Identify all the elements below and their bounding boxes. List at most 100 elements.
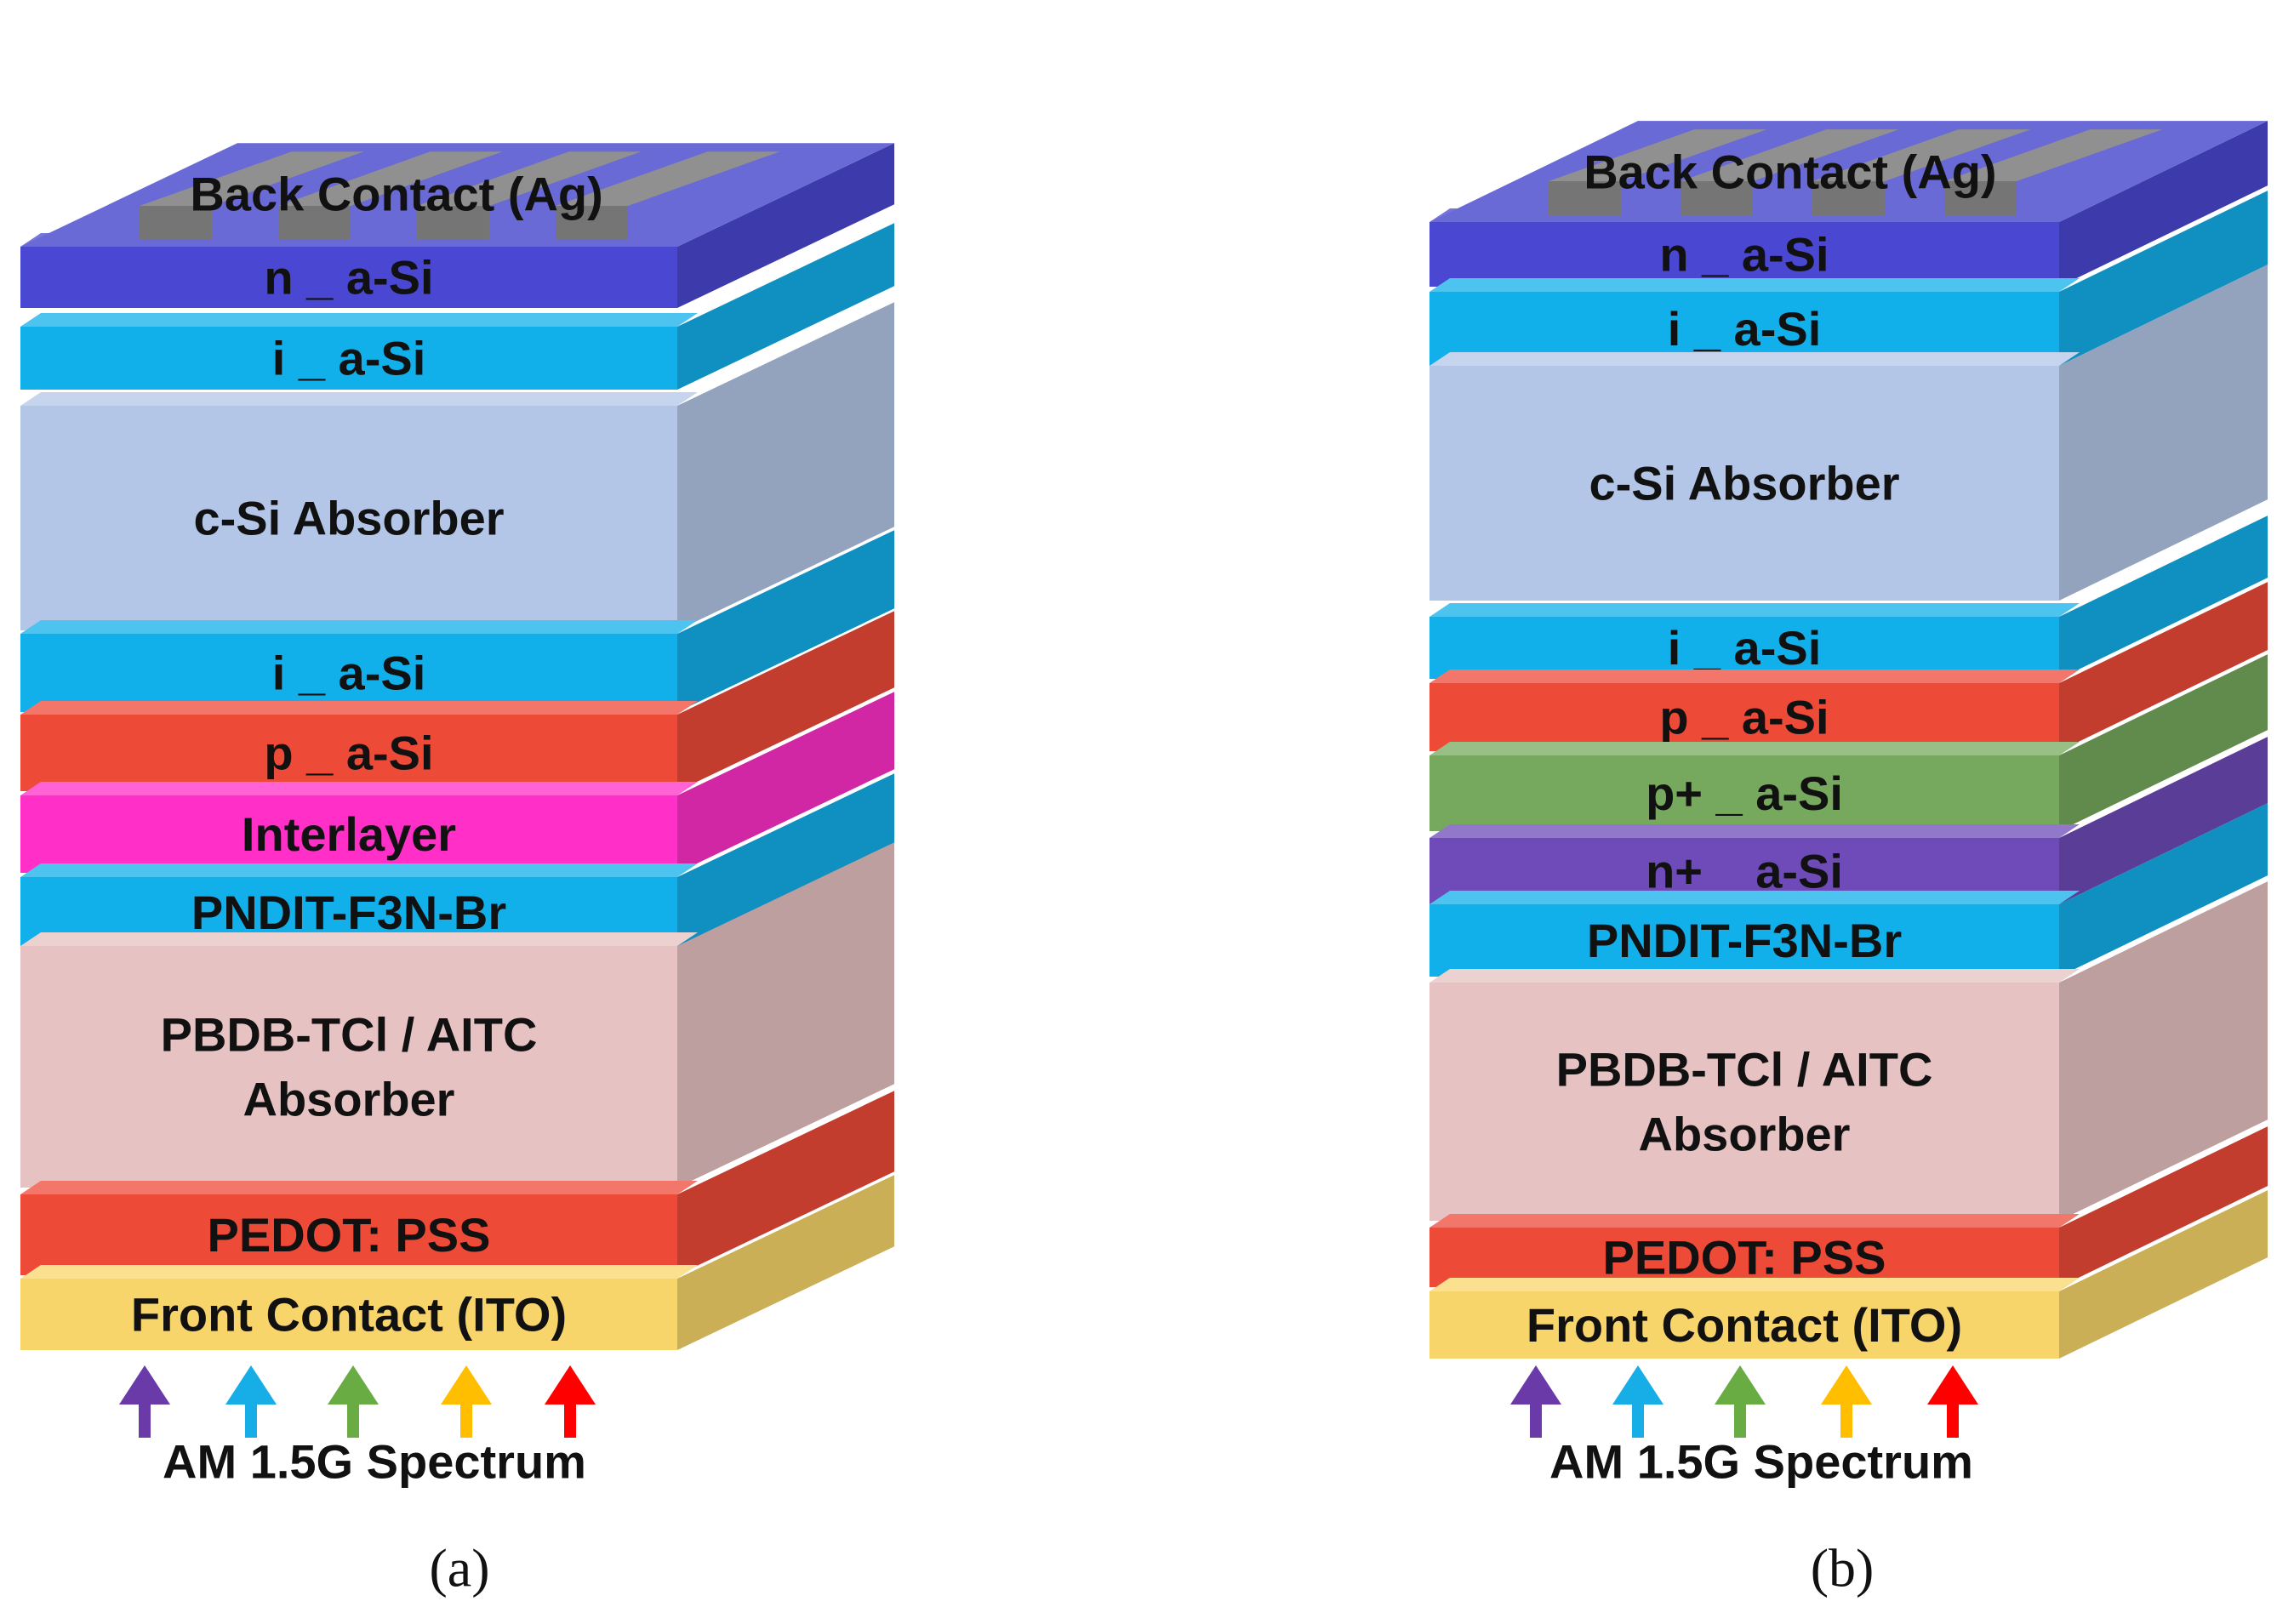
ag-finger-front (140, 206, 212, 240)
layer-front-face (1429, 1228, 2059, 1287)
ag-finger-front (556, 206, 628, 240)
light-arrow-shaft (139, 1399, 151, 1438)
light-arrow-shaft (245, 1399, 257, 1438)
layer-side-face (677, 611, 894, 791)
layer-top-edge (20, 620, 698, 634)
layer-side-face (677, 842, 894, 1188)
ag-finger-front (278, 206, 351, 240)
layer-label: p _ a-Si (1659, 691, 1829, 744)
layer-label: i _ a-Si (1668, 621, 1822, 675)
layer-top-edge (1429, 352, 2080, 366)
ag-finger-front (1812, 181, 1885, 215)
layer-side-face (2059, 121, 2268, 287)
light-arrow-head (1715, 1365, 1766, 1405)
layer-front-face (1429, 366, 2059, 601)
layer-label: p _ a-Si (264, 727, 433, 780)
layer-top-edge (1429, 742, 2080, 755)
layer-label: c-Si Absorber (1589, 457, 1899, 510)
layer-front-face (20, 634, 677, 712)
light-arrow-shaft (460, 1399, 472, 1438)
layer-label: i _ a-Si (1668, 302, 1822, 356)
layer-front-face (20, 406, 677, 630)
layer-front-face (1429, 617, 2059, 679)
layer-front-face (20, 715, 677, 791)
layer-label: Absorber (1639, 1107, 1851, 1160)
layer-side-face (2059, 654, 2268, 831)
layer-top-edge (20, 782, 698, 795)
spectrum-label: AM 1.5G Spectrum (163, 1435, 586, 1489)
layer-label: PNDIT-F3N-Br (191, 886, 506, 939)
layer-front-face (20, 247, 677, 308)
layer-label: n _ a-Si (264, 251, 433, 305)
light-arrow-shaft (347, 1399, 359, 1438)
layer-top-edge (20, 863, 698, 877)
ag-finger-front (1944, 181, 2017, 215)
layer-label: c-Si Absorber (193, 492, 504, 545)
layer-front-face (20, 1194, 677, 1275)
layer-side-face (2059, 265, 2268, 601)
layer-front-face (1429, 983, 2059, 1221)
layer-side-face (2059, 191, 2268, 366)
ag-finger-front (1681, 181, 1753, 215)
layer-top-edge (20, 392, 698, 406)
spectrum-label: AM 1.5G Spectrum (1549, 1435, 1973, 1489)
light-arrow-head (545, 1365, 596, 1405)
ag-finger (1681, 129, 1899, 181)
layer-label: Interlayer (242, 807, 456, 861)
layer-front-face (1429, 222, 2059, 287)
layer-label: Front Contact (ITO) (131, 1288, 567, 1342)
light-arrow-head (1510, 1365, 1561, 1405)
light-arrow-shaft (1530, 1399, 1542, 1438)
layer-side-face (677, 1175, 894, 1350)
layer-front-face (1429, 904, 2059, 977)
layer-top-edge (1429, 891, 2080, 904)
layer-front-face (20, 1279, 677, 1350)
light-arrow-head (225, 1365, 277, 1405)
layer-top-edge (1429, 603, 2080, 617)
layer-top-edge (1429, 969, 2080, 983)
layer-front-face (1429, 683, 2059, 751)
layer-top-edge (20, 1265, 698, 1279)
layer-side-face (2059, 737, 2268, 904)
ag-finger (417, 151, 642, 206)
light-arrow-shaft (1947, 1399, 1959, 1438)
ag-finger (1812, 129, 2031, 181)
light-arrow-shaft (1734, 1399, 1746, 1438)
layer-top-edge (20, 313, 698, 327)
light-arrow-head (328, 1365, 379, 1405)
layer-side-face (2059, 881, 2268, 1221)
ag-finger-front (1549, 181, 1621, 215)
layer-front-face (20, 946, 677, 1188)
layer-label: PBDB-TCl / AITC (161, 1008, 538, 1062)
layer-side-face (677, 1091, 894, 1275)
light-arrow-head (441, 1365, 492, 1405)
layer-front-face (1429, 755, 2059, 831)
ag-finger-front (417, 206, 489, 240)
layer-label: n _ a-Si (1659, 228, 1829, 282)
layer-side-face (2059, 1126, 2268, 1287)
light-arrow-head (1821, 1365, 1872, 1405)
layer-label: Front Contact (ITO) (1526, 1298, 1962, 1352)
layer-side-face (677, 302, 894, 630)
layer-label: PEDOT: PSS (1603, 1231, 1886, 1285)
layer-label: i _ a-Si (272, 332, 426, 385)
layer-label: n+ _ a-Si (1646, 845, 1843, 898)
back-contact-label: Back Contact (Ag) (190, 168, 602, 221)
layer-top-edge (20, 701, 698, 715)
layer-top-edge (1429, 824, 2080, 838)
layer-side-face (677, 530, 894, 712)
layer-top-edge (20, 1181, 698, 1194)
layer-top-edge (1429, 278, 2080, 292)
layer-side-face (677, 143, 894, 308)
light-arrow-head (1612, 1365, 1663, 1405)
ag-finger (140, 151, 364, 206)
light-arrow-shaft (1840, 1399, 1852, 1438)
ag-finger (1549, 129, 1767, 181)
ag-finger (278, 151, 503, 206)
ag-finger (556, 151, 780, 206)
light-arrow-head (1927, 1365, 1978, 1405)
layer-side-face (2059, 1190, 2268, 1359)
